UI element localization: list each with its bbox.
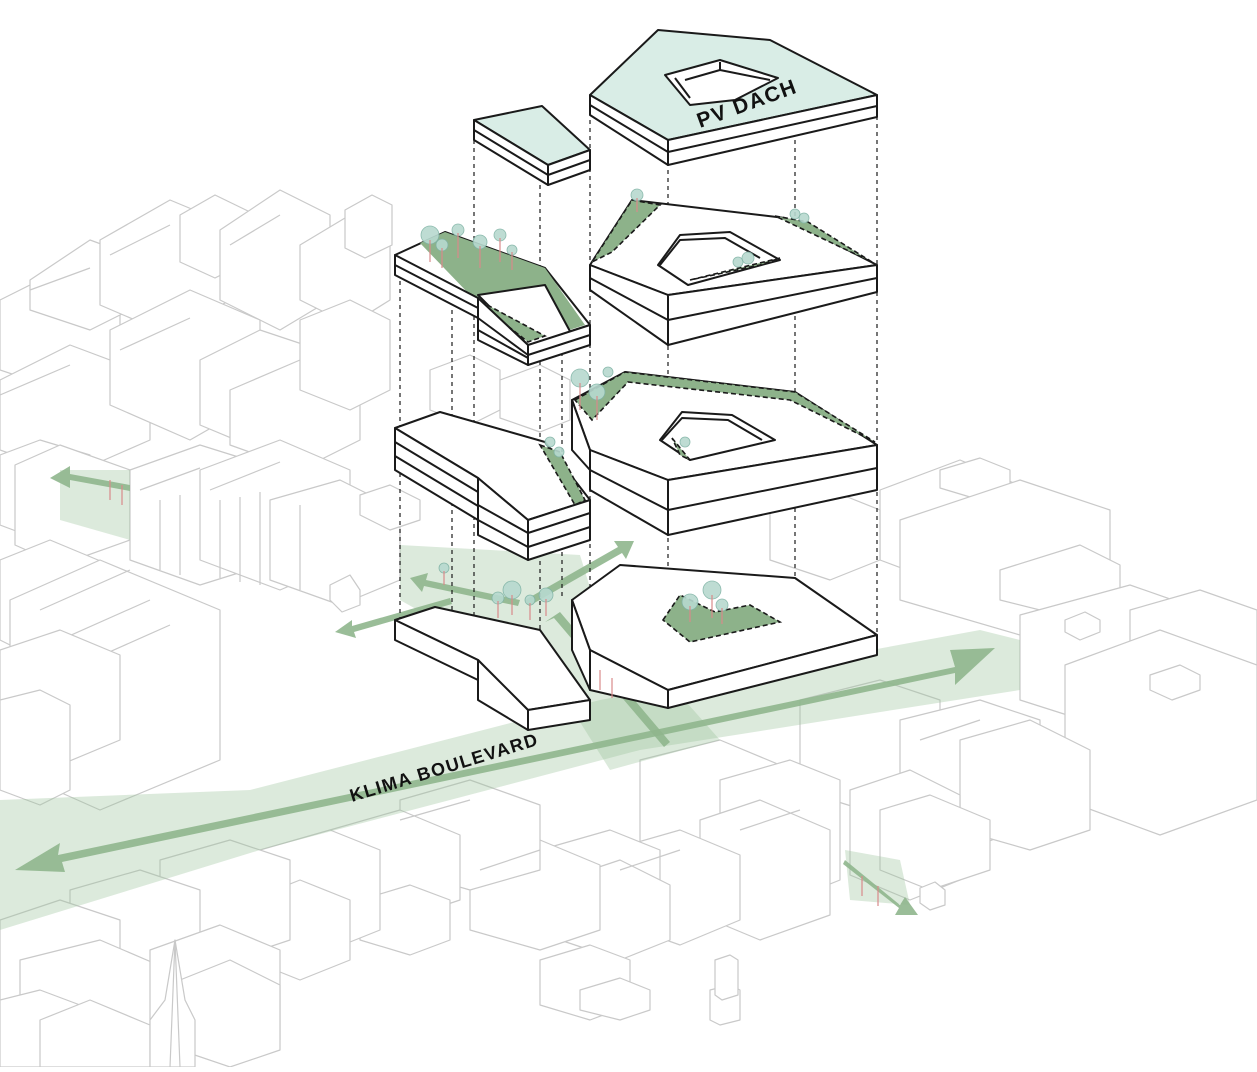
tree-icon [544, 436, 565, 458]
arrow-icon [843, 860, 918, 915]
arrow-icon [525, 541, 634, 606]
left-tower [394, 105, 591, 731]
tree-icon [472, 234, 488, 268]
tree-icon [702, 580, 722, 618]
tree-icon [681, 593, 699, 622]
tree-icon [420, 225, 440, 262]
tree-icon [435, 238, 449, 268]
right-tower [571, 29, 878, 709]
tree-icon [602, 366, 614, 378]
tree-icon [588, 383, 606, 420]
tree-icon [732, 251, 755, 268]
tree-icon [438, 562, 450, 585]
tree-icon [451, 223, 465, 258]
trees [109, 188, 879, 906]
tree-icon [506, 244, 518, 270]
tree-icon [491, 591, 505, 618]
tree-icon [109, 480, 123, 505]
tree-icon [524, 594, 536, 620]
arrow-icon [335, 598, 452, 638]
tree-icon [679, 436, 691, 448]
tree-icon [630, 188, 644, 212]
tree-icon [502, 580, 522, 615]
tree-icon [861, 876, 879, 906]
tree-icon [493, 228, 507, 262]
tree-icon [570, 368, 590, 410]
boulevard-arrow-icon [15, 648, 995, 872]
tree-icon [715, 598, 729, 624]
tree-icon [599, 670, 613, 698]
tree-icon [538, 587, 554, 616]
context-city [0, 189, 1257, 1068]
tree-icon [789, 208, 810, 224]
